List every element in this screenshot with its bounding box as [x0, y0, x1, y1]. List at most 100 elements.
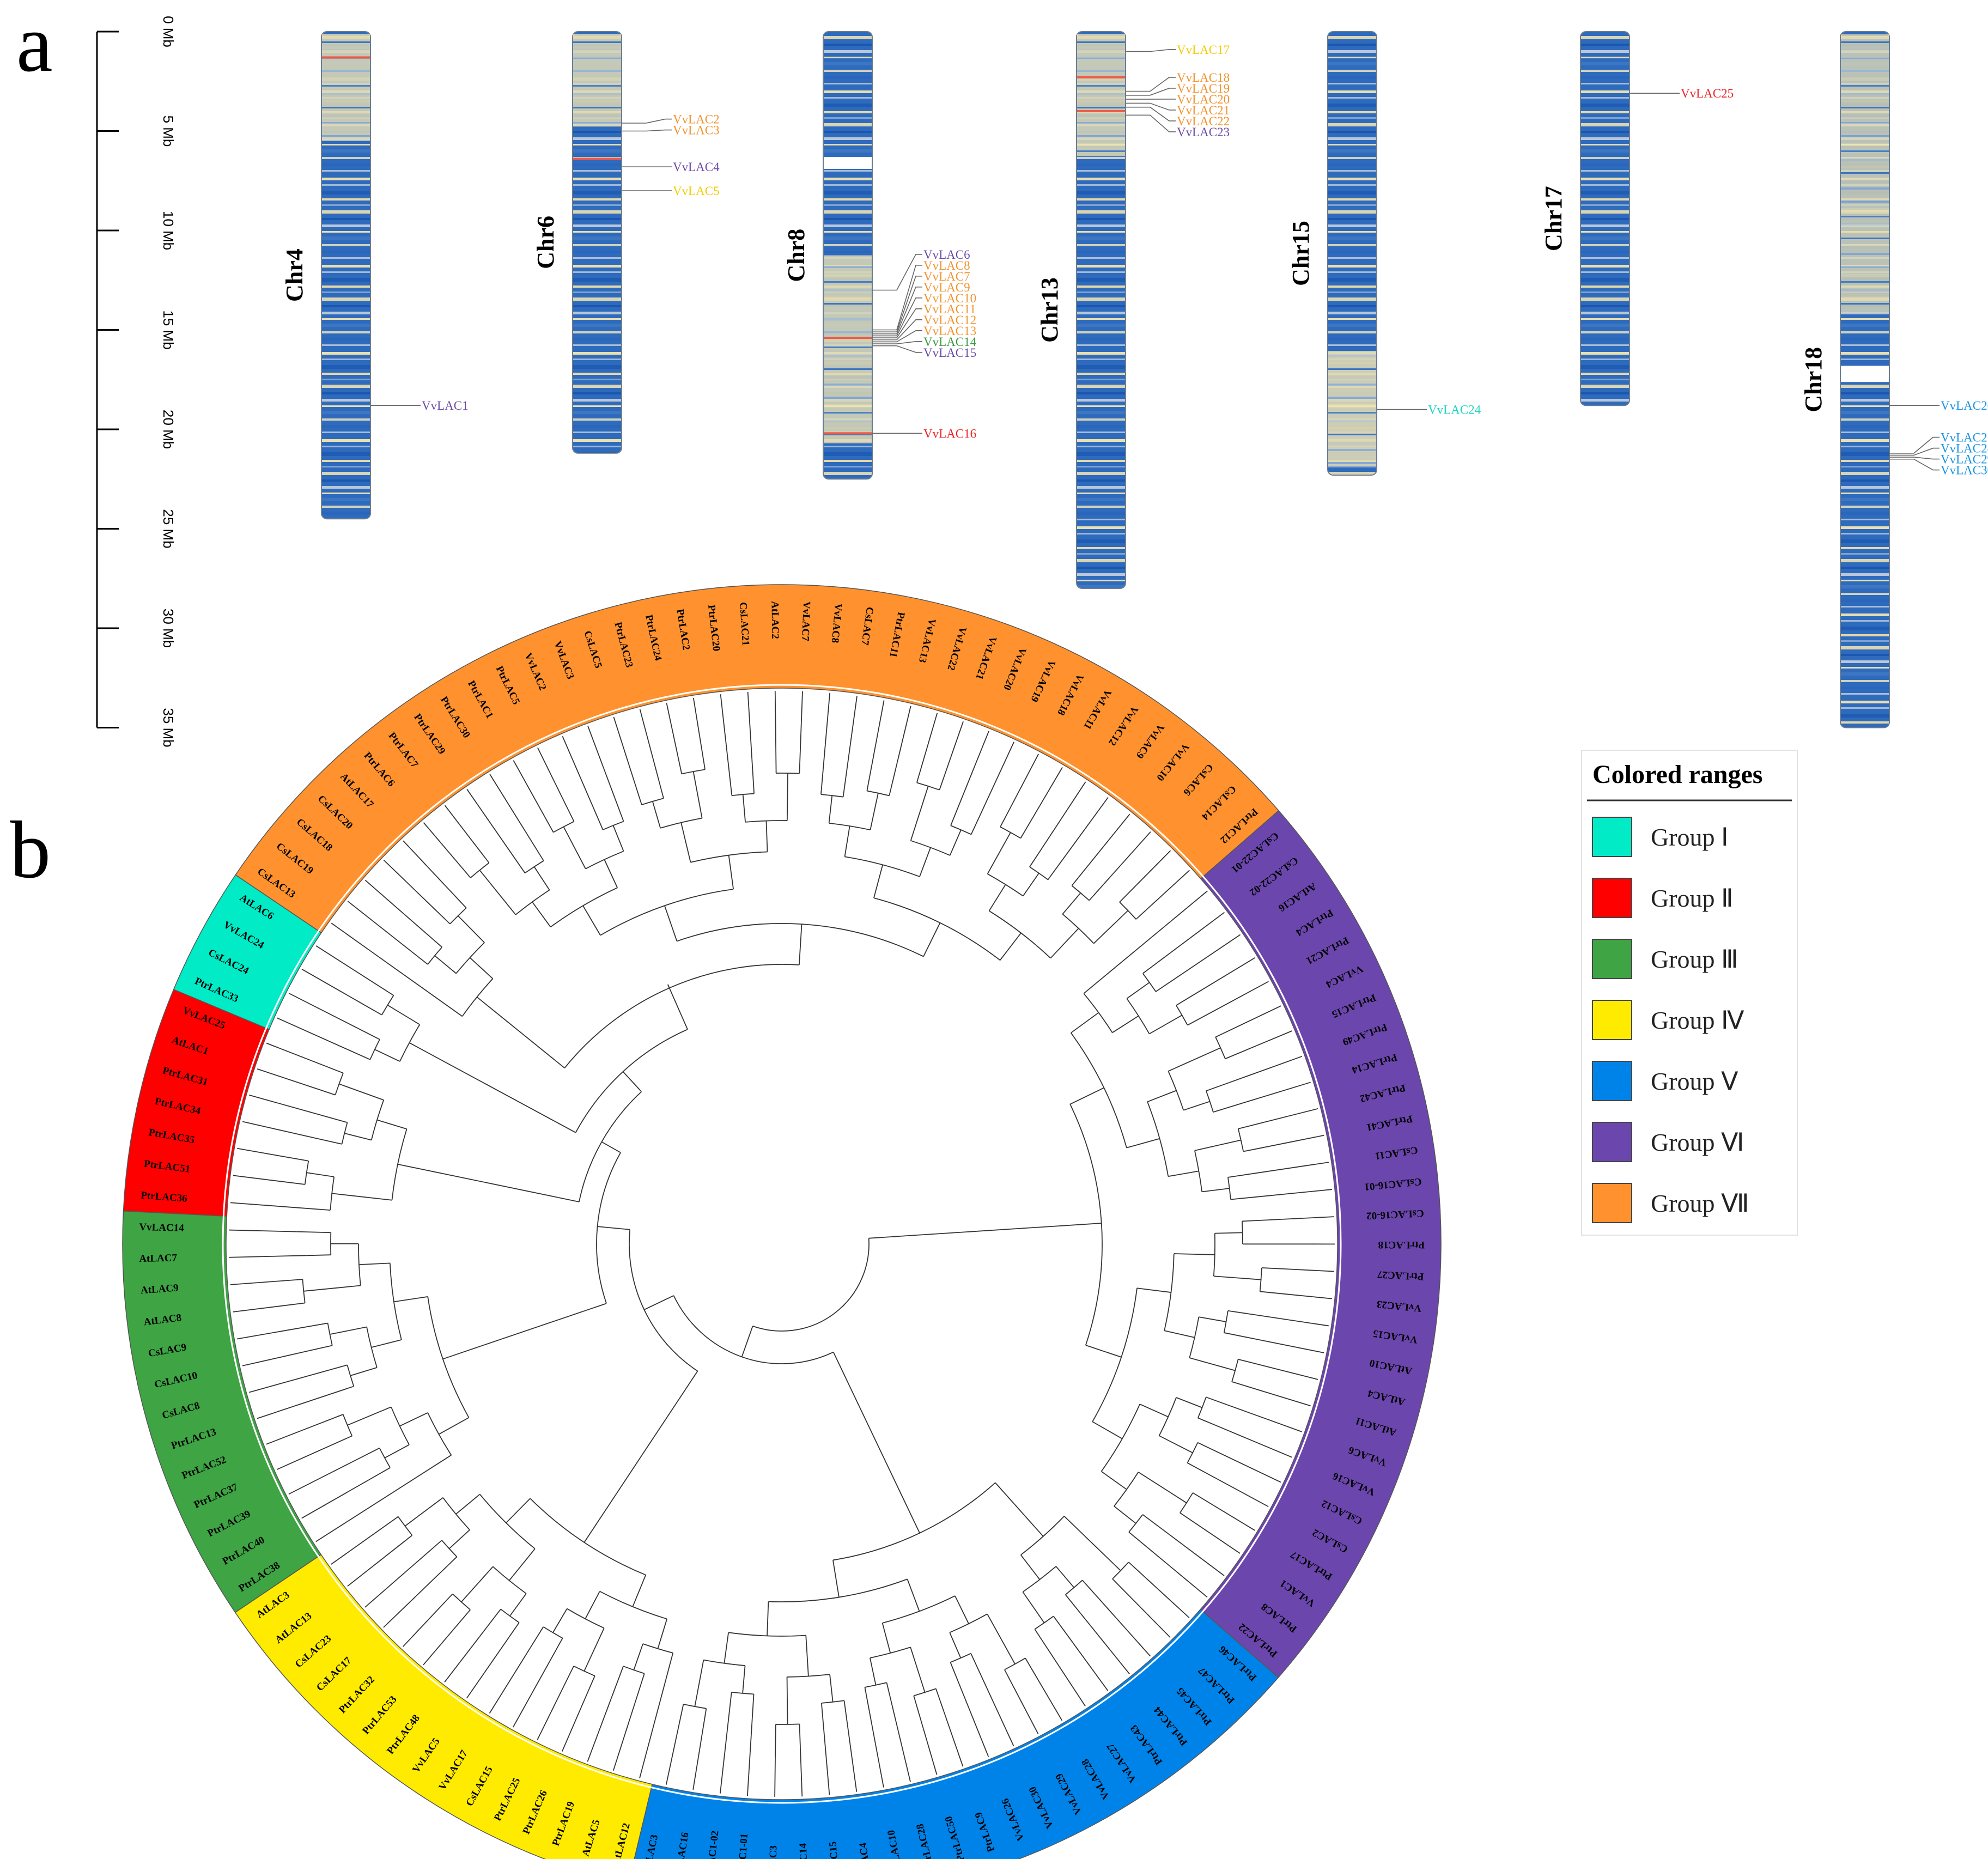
gene-label: VvLAC2	[673, 113, 720, 126]
tree-branch	[357, 1028, 380, 1040]
tip-branch	[1237, 1005, 1281, 1027]
tree-branch	[391, 1128, 408, 1200]
tree-branch	[910, 840, 951, 856]
tree-branch	[1197, 1442, 1220, 1454]
tree-branch	[1020, 1554, 1041, 1580]
tree-branch	[673, 1295, 834, 1364]
chromosome-chr18: Chr18VvLAC26VvLAC27VvLAC28VvLAC29VvLAC30	[1800, 31, 1988, 728]
tree-branch	[1242, 1219, 1267, 1222]
tip-label: AtLAC9	[140, 1282, 179, 1296]
tree-branch	[832, 1352, 843, 1372]
tip-branch	[613, 716, 635, 782]
tree-branch	[427, 1296, 470, 1418]
tree-branch	[1029, 813, 1065, 867]
tip-branch	[1037, 767, 1063, 809]
tip-branch	[692, 1733, 703, 1790]
gene-label: VvLAC13	[923, 324, 976, 338]
tree-branch	[381, 995, 394, 1016]
tip-branch	[1154, 1553, 1208, 1598]
tip-branch	[1020, 1699, 1039, 1734]
tip-branch	[826, 692, 831, 731]
tree-branch	[741, 1326, 753, 1357]
tree-branch	[775, 1724, 776, 1759]
gene-marker: VvLAC30	[1889, 458, 1988, 477]
tip-branch	[403, 840, 443, 884]
tree-branch	[614, 798, 624, 822]
tree-branch	[820, 1703, 825, 1738]
tree-branch	[913, 1688, 937, 1697]
tip-branch	[257, 1406, 294, 1419]
gene-label: VvLAC30	[1941, 464, 1988, 477]
tree-branch	[1071, 1012, 1099, 1034]
tree-branch	[364, 976, 394, 996]
legend-label: Group Ⅱ	[1651, 884, 1734, 912]
tree-branch	[470, 862, 490, 878]
tree-branch	[676, 750, 683, 774]
tip-branch	[402, 1618, 430, 1647]
gene-leader-line	[622, 129, 672, 132]
legend-label: Group Ⅳ	[1651, 1006, 1744, 1034]
legend-item-group-iv: Group Ⅳ	[1592, 1000, 1744, 1040]
tree-branch	[603, 821, 624, 830]
tip-branch	[1266, 1216, 1334, 1221]
tip-branch	[1264, 1391, 1311, 1407]
tree-branch	[441, 1540, 458, 1557]
tip-branch	[383, 1573, 440, 1628]
tree-branch	[360, 1002, 382, 1016]
tip-branch	[1255, 1189, 1333, 1198]
gene-label: VvLAC1	[422, 399, 469, 412]
tree-branch	[427, 1412, 452, 1456]
tip-label: CsLAC16-02	[1366, 1207, 1424, 1222]
tree-branch	[728, 771, 733, 796]
legend-label: Group Ⅰ	[1651, 823, 1729, 851]
tree-branch	[1206, 1082, 1230, 1092]
gene-leader-line	[1126, 49, 1176, 52]
tree-branch	[676, 1704, 684, 1738]
tree-branch	[467, 835, 490, 864]
tree-branch	[987, 873, 1024, 897]
tree-branch	[821, 1700, 844, 1704]
tree-branch	[692, 771, 703, 818]
tip-branch	[1294, 1294, 1333, 1299]
tree-branch	[1206, 1090, 1214, 1113]
tree-branch	[1000, 805, 1012, 828]
tree-branches	[229, 691, 1335, 1797]
tree-branch	[479, 870, 516, 915]
tree-branch	[988, 884, 1006, 912]
legend-swatch	[1592, 878, 1632, 918]
tip-branch	[963, 1694, 989, 1757]
tip-branch	[1062, 797, 1109, 860]
chromosome-name: Chr6	[532, 216, 559, 269]
tree-branch	[1189, 1357, 1236, 1371]
tree-branch	[532, 901, 551, 927]
chromosome-body	[1076, 31, 1126, 589]
tip-branch	[249, 1371, 324, 1393]
legend-swatch	[1592, 1122, 1632, 1162]
tip-branch	[1219, 1453, 1281, 1483]
tree-branch	[1231, 1359, 1239, 1382]
tree-branch	[867, 790, 890, 797]
tree-branch	[1180, 1492, 1194, 1514]
tree-branch	[506, 1498, 531, 1523]
gene-marker: VvLAC19	[1126, 82, 1230, 96]
tip-branch	[347, 1550, 393, 1587]
gene-leader-line	[872, 276, 922, 332]
panel-a-letter: a	[16, 0, 53, 89]
gene-leader-line	[872, 308, 922, 338]
tree-branch	[281, 1181, 305, 1185]
gene-leader-line	[1126, 88, 1176, 96]
legend-item-group-vii: Group Ⅶ	[1592, 1183, 1749, 1223]
tree-branch	[428, 1593, 453, 1619]
tree-branch	[1224, 1332, 1258, 1340]
tree-branch	[582, 905, 601, 936]
tree-branch	[752, 1238, 870, 1332]
tip-branch	[943, 1711, 964, 1767]
tree-branch	[399, 1412, 428, 1427]
tip-branch	[561, 1698, 586, 1752]
tree-branch	[634, 781, 642, 805]
tip-branch	[1208, 1532, 1241, 1554]
tree-branch	[1215, 1026, 1238, 1038]
chromosome-light-region	[1841, 34, 1889, 313]
